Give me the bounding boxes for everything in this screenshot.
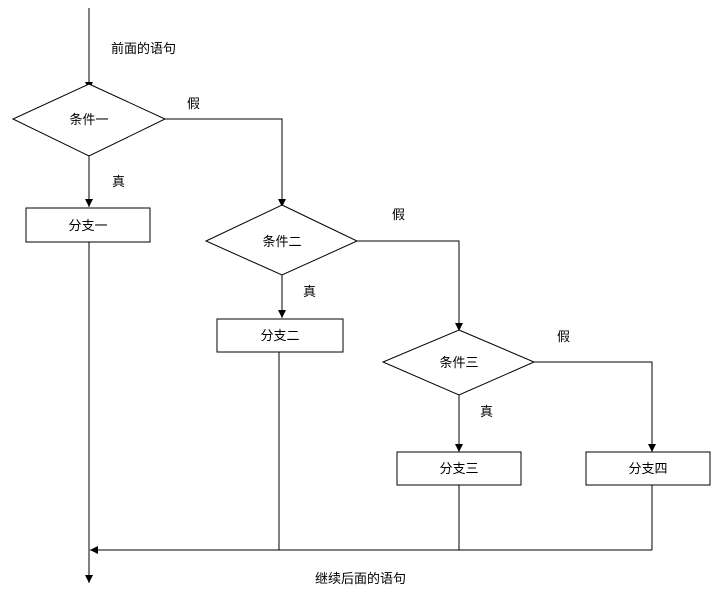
condition-3-false-arrow [534, 361, 656, 452]
branch-4-box [585, 451, 711, 486]
branch-1-label: 分支一 [68, 219, 107, 234]
condition-1-false-label: 假 [187, 97, 200, 112]
branch-4-label: 分支四 [628, 462, 667, 477]
condition-2-false-label: 假 [392, 208, 405, 223]
following-statement-label: 继续后面的语句 [315, 571, 406, 587]
condition-2-true-label: 真 [303, 285, 316, 300]
branch-2-box [216, 318, 344, 353]
condition-1-true-label: 真 [112, 175, 125, 190]
branch-1-box [25, 207, 151, 243]
preceding-statement-label: 前面的语句 [111, 41, 176, 57]
condition-2-false-arrow [357, 240, 463, 331]
condition-3-false-label: 假 [557, 330, 570, 345]
branch-3-box [396, 451, 522, 486]
branch-2-label: 分支二 [260, 329, 299, 344]
condition-1-false-arrow [165, 118, 286, 207]
branch-3-label: 分支三 [439, 462, 478, 477]
condition-3-label: 条件三 [439, 355, 478, 371]
condition-1-label: 条件一 [69, 112, 108, 128]
condition-3-true-label: 真 [480, 405, 493, 420]
condition-2-label: 条件二 [262, 234, 301, 250]
